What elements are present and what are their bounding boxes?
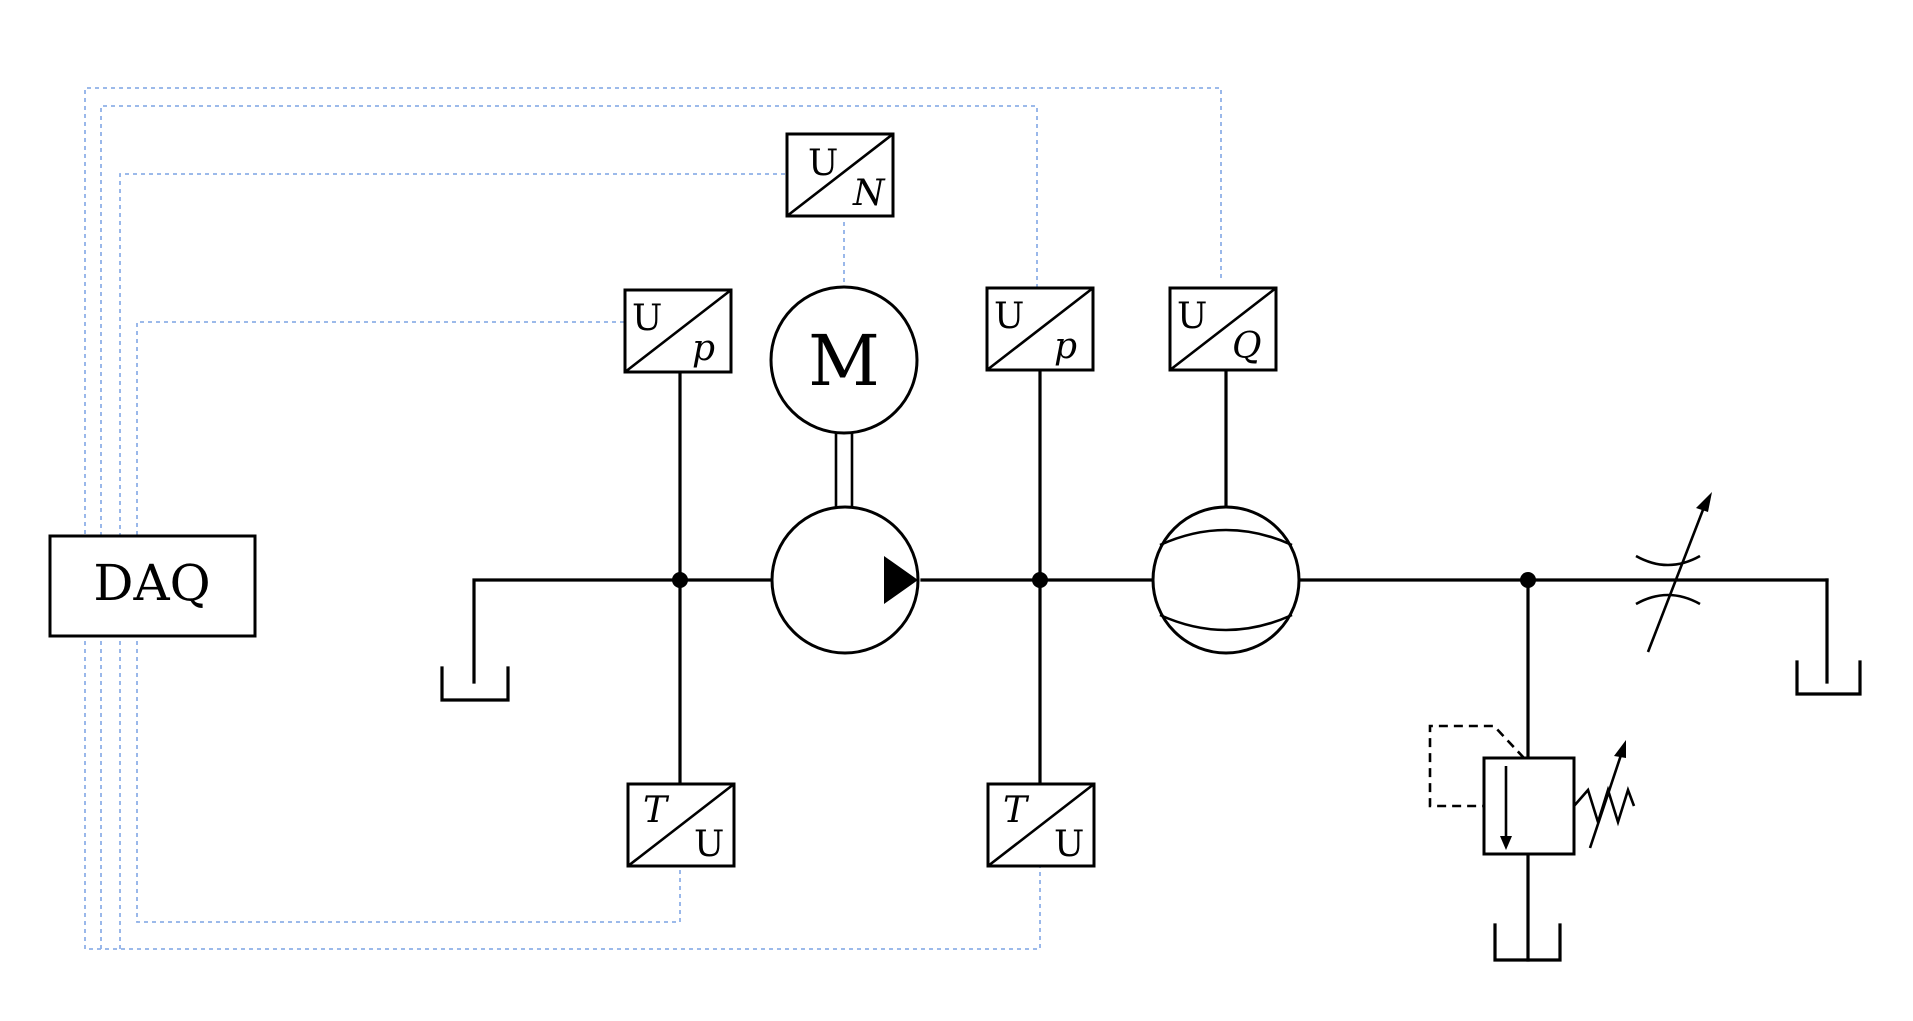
temperature-transducer-outlet: T U [986, 782, 1096, 868]
signal-line-flow-bottom [84, 633, 1041, 950]
flow-transducer-left: U [1177, 296, 1207, 337]
speed-transducer-right: N [852, 173, 886, 214]
pressure-outlet-left: U [994, 296, 1024, 337]
flow-transducer-right: Q [1232, 326, 1262, 367]
junctions [672, 572, 1536, 588]
temp-inlet-right: U [694, 824, 724, 865]
tank-icon [440, 666, 510, 702]
temperature-transducer-inlet: T U [626, 782, 736, 868]
tank-icon [1795, 660, 1862, 696]
speed-transducer-left: U [808, 143, 838, 184]
pressure-transducer-inlet: U p [623, 288, 733, 374]
motor-icon [769, 285, 919, 435]
temp-inlet-left: T [643, 790, 670, 831]
pressure-outlet-right: p [1054, 326, 1077, 367]
pressure-inlet-left: U [632, 298, 662, 339]
temp-outlet-left: T [1003, 790, 1030, 831]
tank-icon [1493, 923, 1562, 962]
junction-dot [1520, 572, 1536, 588]
pressure-relief-valve-icon [1428, 724, 1636, 856]
junction-dot [672, 572, 688, 588]
junction-dot [1032, 572, 1048, 588]
daq-label: DAQ [93, 554, 210, 612]
adjustable-throttle-icon [1635, 492, 1712, 653]
pressure-inlet-right: p [692, 328, 715, 369]
main-pipe [472, 370, 1829, 962]
flow-transducer: U Q [1168, 286, 1278, 372]
signal-line-speed-horizontal [119, 173, 785, 538]
motor-label: M [808, 320, 880, 402]
signal-line-pressure-outlet [100, 105, 1038, 538]
signal-line-temp-inlet [136, 633, 681, 923]
temp-outlet-right: U [1054, 824, 1084, 865]
pressure-transducer-outlet: U p [985, 286, 1095, 372]
daq-box [48, 534, 257, 638]
signal-line-pressure-inlet [136, 321, 624, 538]
speed-transducer: U N [785, 132, 895, 218]
signal-lines [84, 87, 1222, 950]
pump-direction-triangle-icon [884, 556, 918, 604]
flow-meter-icon [1151, 505, 1301, 655]
